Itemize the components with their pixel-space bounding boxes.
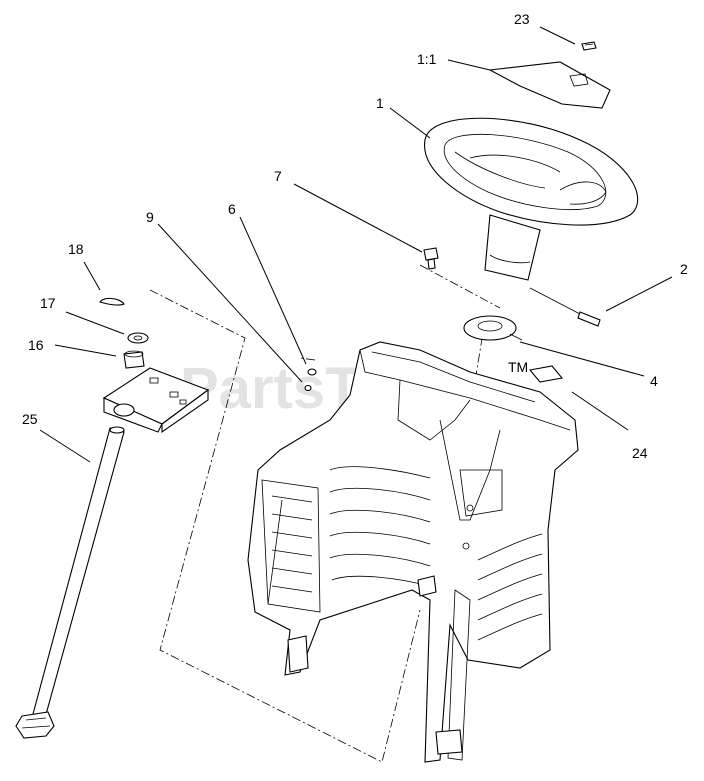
callout-6: 6 — [228, 201, 236, 217]
part-6-screw[interactable] — [307, 368, 317, 376]
part-7-bolt[interactable] — [423, 247, 439, 270]
callout-16: 16 — [28, 337, 44, 353]
leader-lines — [39, 26, 673, 463]
part-23-clip[interactable] — [581, 41, 597, 51]
callout-1: 1 — [376, 95, 384, 111]
callout-17: 17 — [40, 295, 56, 311]
part-1-1-insert[interactable] — [488, 61, 611, 109]
part-18-clip[interactable] — [99, 297, 125, 306]
part-4-bushing[interactable] — [463, 315, 523, 341]
part-24-cap[interactable] — [528, 365, 564, 383]
callouts: 23 1:1 1 7 2 6 9 18 17 16 4 24 25 — [22, 11, 688, 461]
part-1-steering-wheel[interactable] — [424, 117, 639, 281]
callout-2: 2 — [680, 261, 688, 277]
part-17-washer[interactable] — [127, 332, 149, 344]
callout-9: 9 — [146, 209, 154, 225]
callout-1-1: 1:1 — [417, 51, 437, 67]
part-25-steering-shaft[interactable] — [15, 426, 125, 739]
steering-bracket[interactable] — [102, 367, 210, 434]
part-2-roll-pin[interactable] — [529, 287, 601, 327]
callout-4: 4 — [650, 373, 658, 389]
part-9-washer[interactable] — [304, 384, 312, 392]
callout-18: 18 — [68, 241, 84, 257]
callout-24: 24 — [632, 445, 648, 461]
watermark-trademark: TM — [508, 359, 528, 375]
dash-console — [247, 341, 579, 763]
callout-23: 23 — [514, 11, 530, 27]
callout-7: 7 — [274, 168, 282, 184]
part-16-bushing[interactable] — [123, 350, 145, 369]
callout-25: 25 — [22, 411, 38, 427]
